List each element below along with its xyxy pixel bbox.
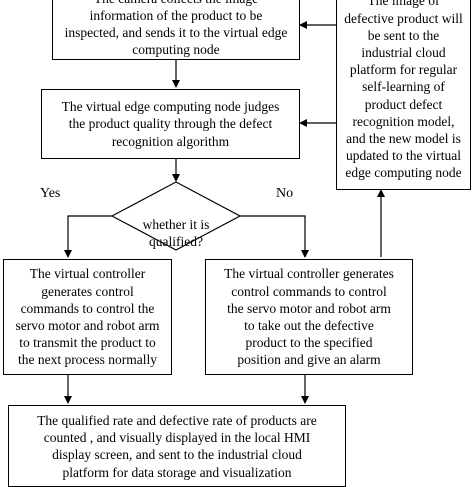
node-defective-action: The virtual controller generates control… bbox=[205, 259, 413, 375]
label-yes: Yes bbox=[40, 186, 61, 201]
node-statistics: The qualified rate and defective rate of… bbox=[8, 405, 346, 487]
arrow-decision-to-qualified bbox=[64, 215, 112, 258]
decision-diamond bbox=[110, 181, 242, 251]
node-acquire-image: The camera collects the image informatio… bbox=[52, 0, 300, 60]
node-judge-quality: The virtual edge computing node judges t… bbox=[41, 89, 300, 159]
arrow-decision-to-defective bbox=[240, 215, 309, 258]
node-cloud-learning: The image of defective product will be s… bbox=[336, 0, 471, 190]
label-no: No bbox=[276, 186, 294, 201]
node-qualified-action: The virtual controller generates control… bbox=[3, 259, 172, 375]
node-decision-qualified: whether it is qualified? bbox=[142, 217, 210, 249]
connector-layer bbox=[64, 21, 385, 404]
flowchart: The camera collects the image informatio… bbox=[3, 0, 471, 487]
